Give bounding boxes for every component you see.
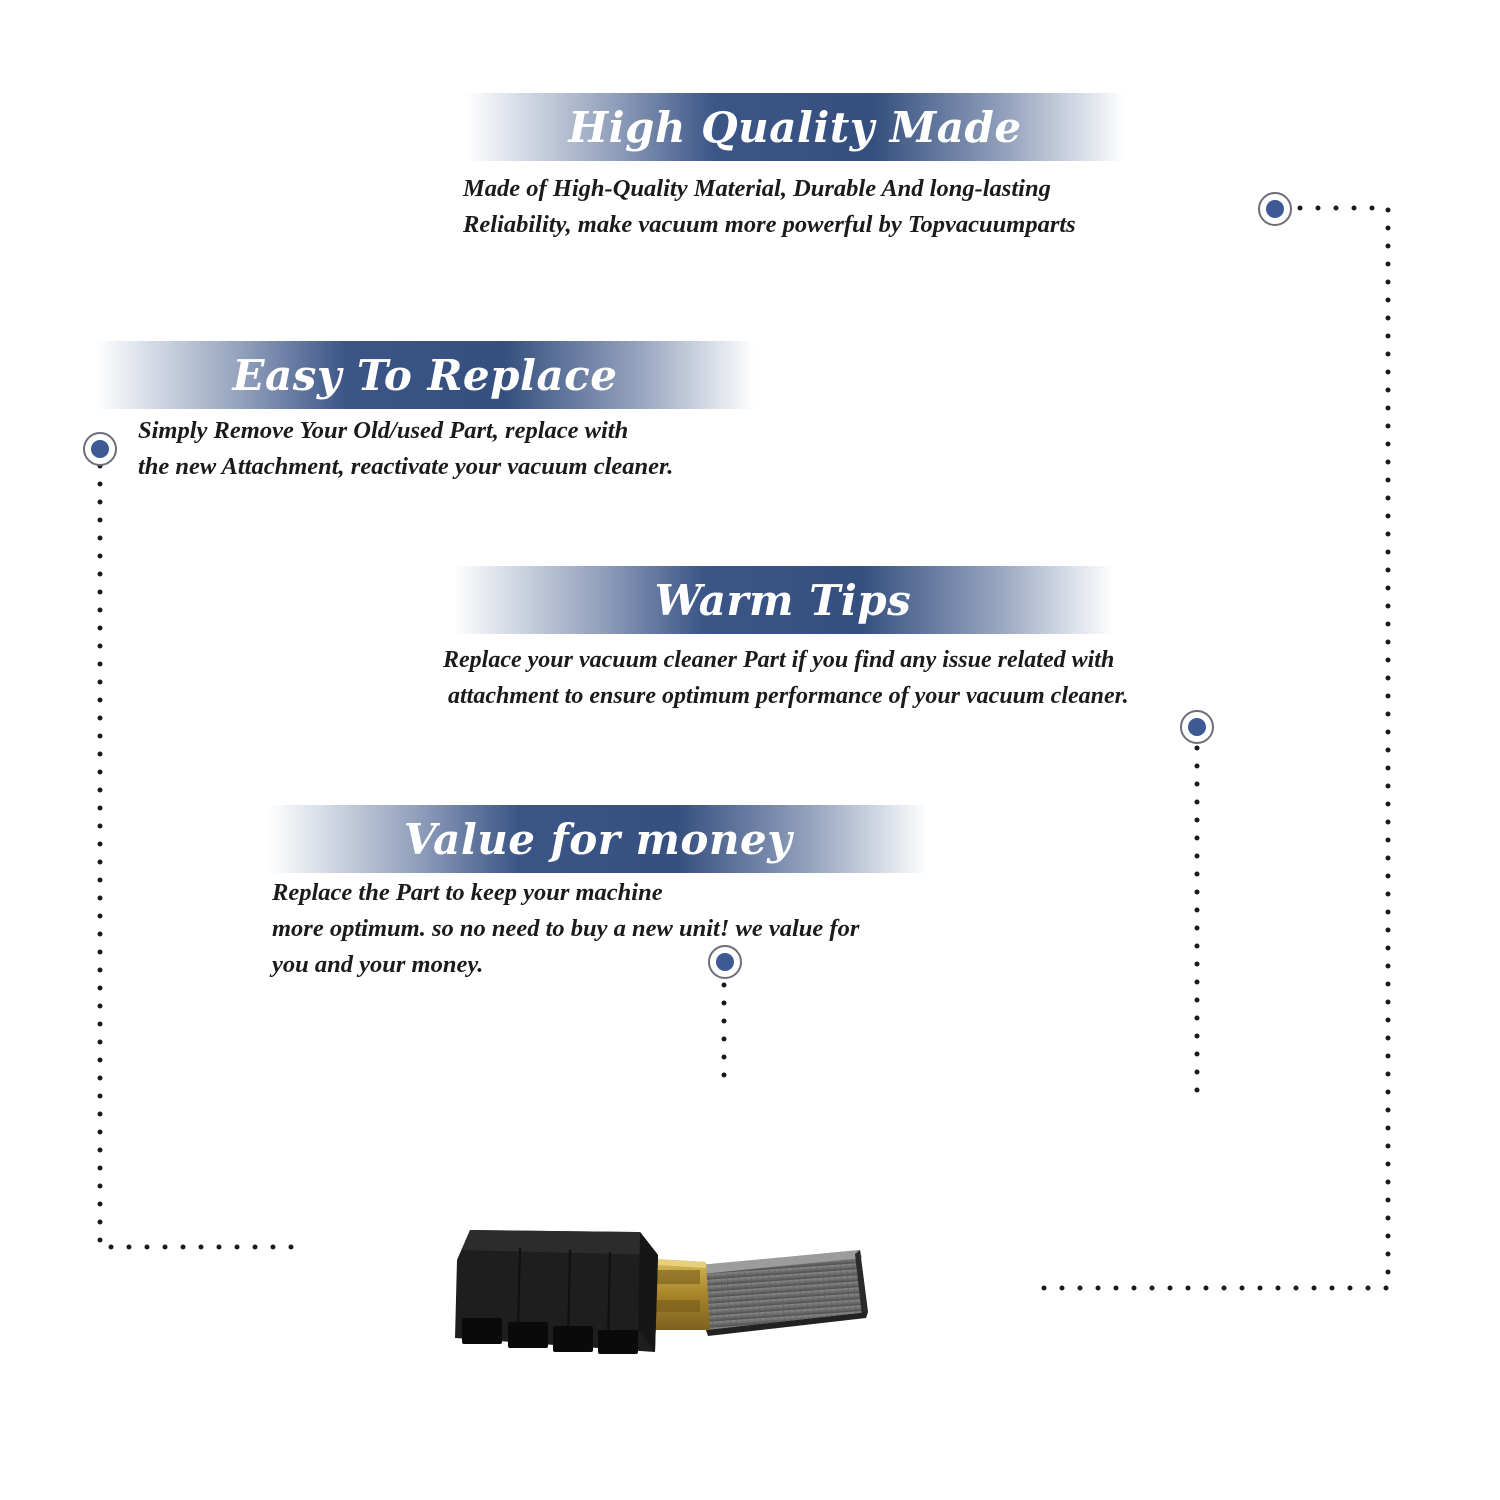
brush-holder: [455, 1230, 658, 1354]
carbon-block: [700, 1250, 868, 1336]
replace-description: Simply Remove Your Old/used Part, replac…: [138, 413, 673, 485]
quality-title: High Quality Made: [568, 102, 1022, 152]
quality-line-2: Reliability, make vacuum more powerful b…: [463, 211, 1076, 238]
value-line-2: more optimum. so no need to buy a new un…: [272, 915, 860, 942]
quality-line-1: Made of High-Quality Material, Durable A…: [463, 175, 1051, 202]
value-title: Value for money: [403, 814, 793, 864]
brass-clip: [640, 1258, 710, 1330]
replace-line-1: Simply Remove Your Old/used Part, replac…: [138, 417, 629, 444]
quality-banner: High Quality Made: [465, 93, 1125, 161]
replace-banner: Easy To Replace: [95, 341, 755, 409]
tips-marker-icon: [1180, 710, 1214, 744]
replace-title: Easy To Replace: [232, 350, 618, 400]
tips-line-2: attachment to ensure optimum performance…: [448, 683, 1129, 709]
quality-marker-icon: [1258, 192, 1292, 226]
tips-description: Replace your vacuum cleaner Part if you …: [443, 642, 1129, 714]
replace-marker-icon: [83, 432, 117, 466]
value-description: Replace the Part to keep your machine mo…: [272, 875, 859, 983]
value-marker-icon: [708, 945, 742, 979]
tips-line-1: Replace your vacuum cleaner Part if you …: [443, 647, 1115, 673]
connector-quality: [1035, 205, 1391, 1291]
tips-banner: Warm Tips: [453, 566, 1113, 634]
value-banner: Value for money: [268, 805, 928, 873]
value-line-1: Replace the Part to keep your machine: [272, 879, 663, 906]
value-line-3: you and your money.: [272, 951, 484, 978]
tips-title: Warm Tips: [654, 575, 912, 625]
quality-description: Made of High-Quality Material, Durable A…: [463, 171, 1076, 243]
replace-line-2: the new Attachment, reactivate your vacu…: [138, 453, 674, 480]
